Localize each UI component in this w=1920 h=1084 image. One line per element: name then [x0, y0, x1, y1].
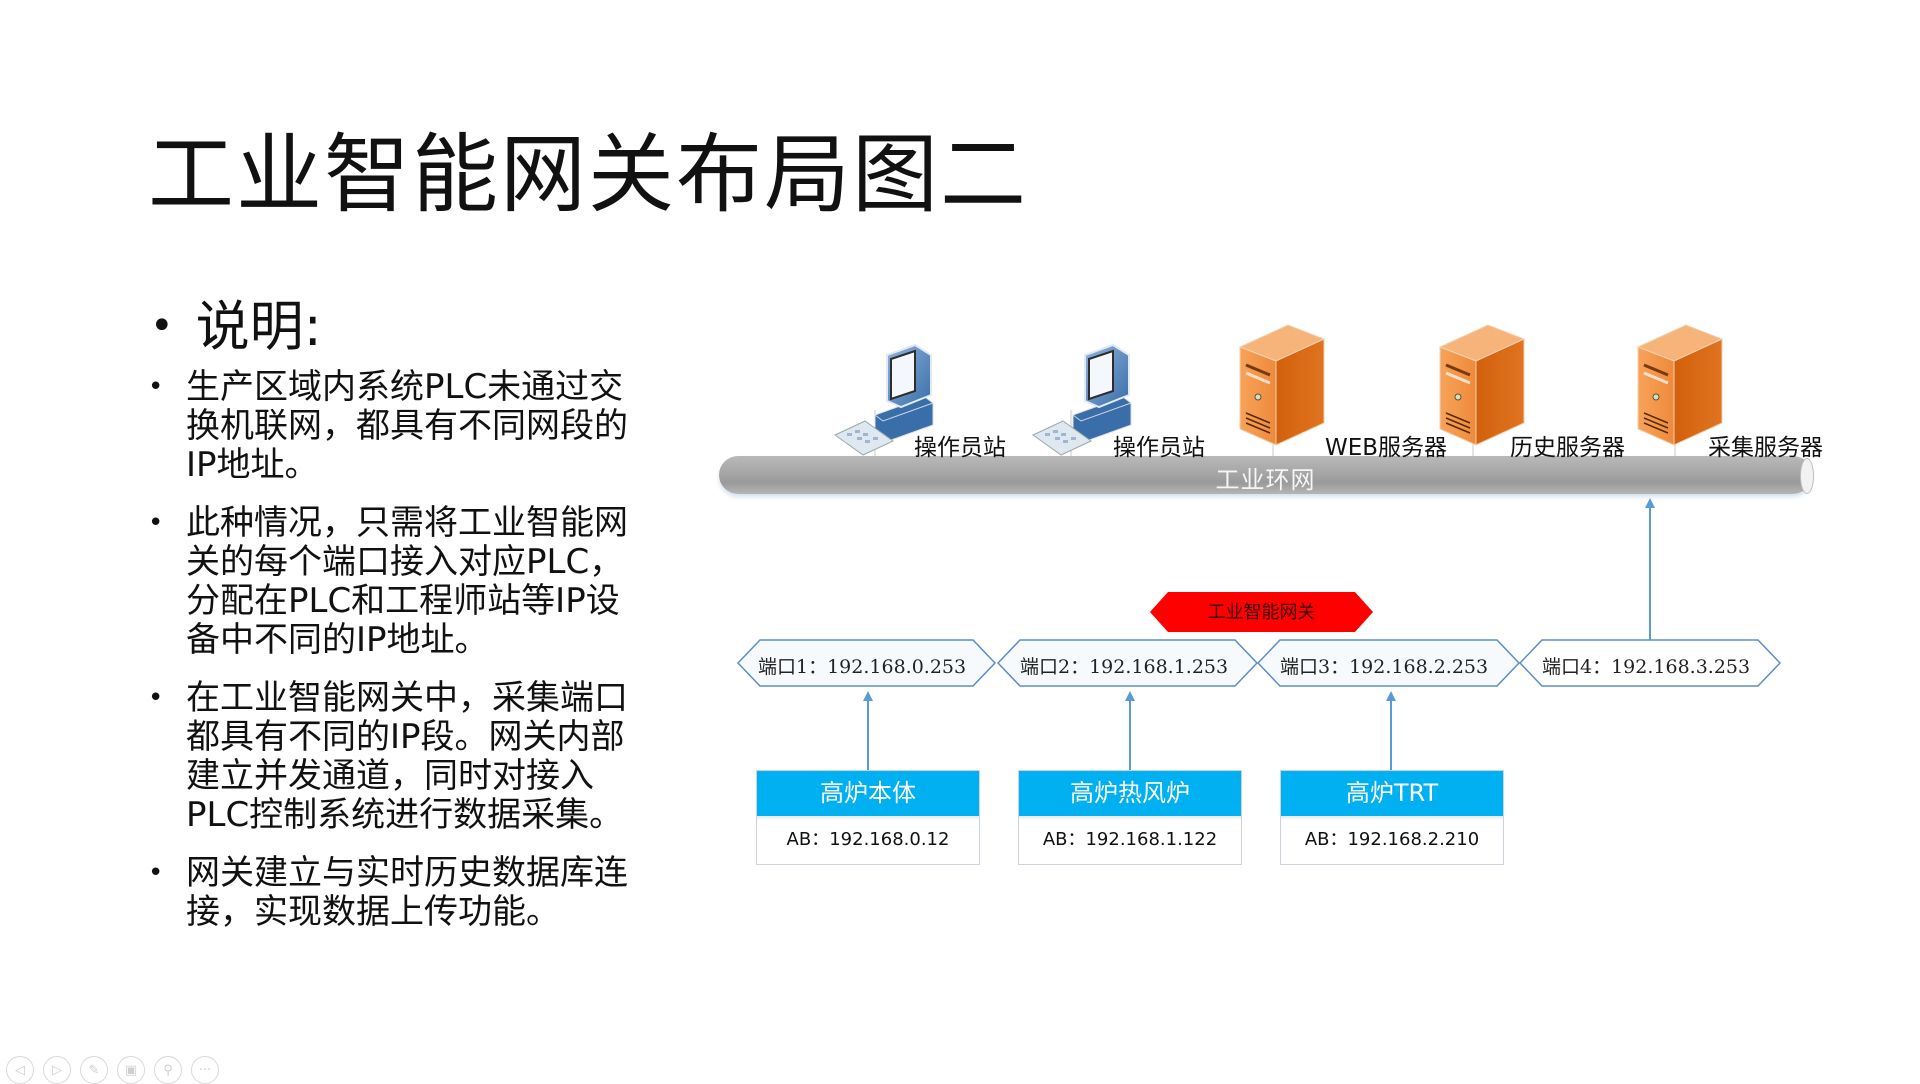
chevron-right-icon: ▷	[52, 1062, 62, 1078]
bullet-line: 在工业智能网关中，采集端口	[186, 678, 628, 718]
bullet-line: 分配在PLC和工程师站等IP设	[186, 581, 620, 621]
plc-address: AB：192.168.1.122	[1019, 816, 1241, 864]
port-1-label: 端口1：192.168.0.253	[758, 656, 967, 678]
server-icon	[1238, 324, 1326, 446]
network-label: 工业环网	[1215, 466, 1316, 494]
industrial-ring-network: 工业环网	[719, 456, 1814, 494]
bullet-list: • 生产区域内系统PLC未通过交 换机联网，都具有不同网段的 IP地址。 • 此…	[148, 367, 670, 951]
bullet-line: 网关建立与实时历史数据库连	[186, 853, 628, 893]
plc-address: AB：192.168.2.210	[1281, 816, 1503, 864]
node-label-collection-server: 采集服务器	[1708, 435, 1823, 461]
node-label-operator-station-1: 操作员站	[914, 435, 1006, 461]
server-icon	[1636, 324, 1724, 446]
bullet-line: 换机联网，都具有不同网段的	[186, 406, 628, 446]
bullet-line: 此种情况，只需将工业智能网	[186, 503, 628, 543]
pipe-end-cap	[1800, 458, 1814, 494]
pen-icon: ✎	[88, 1062, 100, 1078]
plc-address: AB：192.168.0.12	[757, 816, 979, 864]
bullet-dot: •	[150, 303, 174, 349]
gateway-label: 工业智能网关	[1207, 602, 1316, 623]
bullet-line: PLC控制系统进行数据采集。	[186, 795, 624, 835]
node-label-web-server: WEB服务器	[1325, 435, 1448, 461]
plc-box-trt: 高炉TRT AB：192.168.2.210	[1280, 770, 1504, 865]
node-label-operator-station-2: 操作员站	[1113, 435, 1205, 461]
port-shape	[1518, 639, 1782, 687]
bullet-line: 关的每个端口接入对应PLC，	[186, 542, 624, 582]
plc-name: 高炉TRT	[1281, 771, 1503, 816]
bullet-line: 都具有不同的IP段。网关内部	[186, 717, 625, 757]
bullet-item: • 此种情况，只需将工业智能网 关的每个端口接入对应PLC， 分配在PLC和工程…	[148, 503, 670, 660]
bullet-line: 接，实现数据上传功能。	[186, 892, 560, 932]
port-4-label: 端口4：192.168.3.253	[1542, 656, 1751, 678]
bullet-line: IP地址。	[186, 445, 319, 485]
port-2-label: 端口2：192.168.1.253	[1020, 656, 1229, 678]
bullet-item: • 在工业智能网关中，采集端口 都具有不同的IP段。网关内部 建立并发通道，同时…	[148, 678, 670, 835]
section-heading: • 说明:	[150, 282, 322, 361]
plc-name: 高炉本体	[757, 771, 979, 816]
plc-box-blast-furnace-body: 高炉本体 AB：192.168.0.12	[756, 770, 980, 865]
workstation-icon	[1032, 343, 1132, 456]
bullet-line: 生产区域内系统PLC未通过交	[186, 367, 624, 407]
port-shape	[736, 639, 997, 687]
workstation-icon	[834, 343, 934, 456]
bullet-item: • 生产区域内系统PLC未通过交 换机联网，都具有不同网段的 IP地址。	[148, 367, 670, 485]
bullet-line: 建立并发通道，同时对接入	[186, 756, 594, 796]
node-label-history-server: 历史服务器	[1510, 435, 1625, 461]
port-3-label: 端口3：192.168.2.253	[1280, 656, 1489, 678]
server-icon	[1438, 324, 1526, 446]
bullet-item: • 网关建立与实时历史数据库连 接，实现数据上传功能。	[148, 853, 670, 932]
plc-name: 高炉热风炉	[1019, 771, 1241, 816]
gateway-shape	[1150, 592, 1373, 632]
slide-title: 工业智能网关布局图二	[148, 125, 1028, 225]
slides-icon: ▣	[124, 1062, 138, 1078]
magnifier-icon: ⚲	[163, 1062, 173, 1078]
more-icon: ···	[198, 1062, 212, 1078]
plc-box-hot-blast-stove: 高炉热风炉 AB：192.168.1.122	[1018, 770, 1242, 865]
section-heading-text: 说明:	[195, 295, 322, 358]
chevron-left-icon: ◁	[15, 1062, 25, 1078]
bullet-line: 备中不同的IP地址。	[186, 620, 489, 660]
